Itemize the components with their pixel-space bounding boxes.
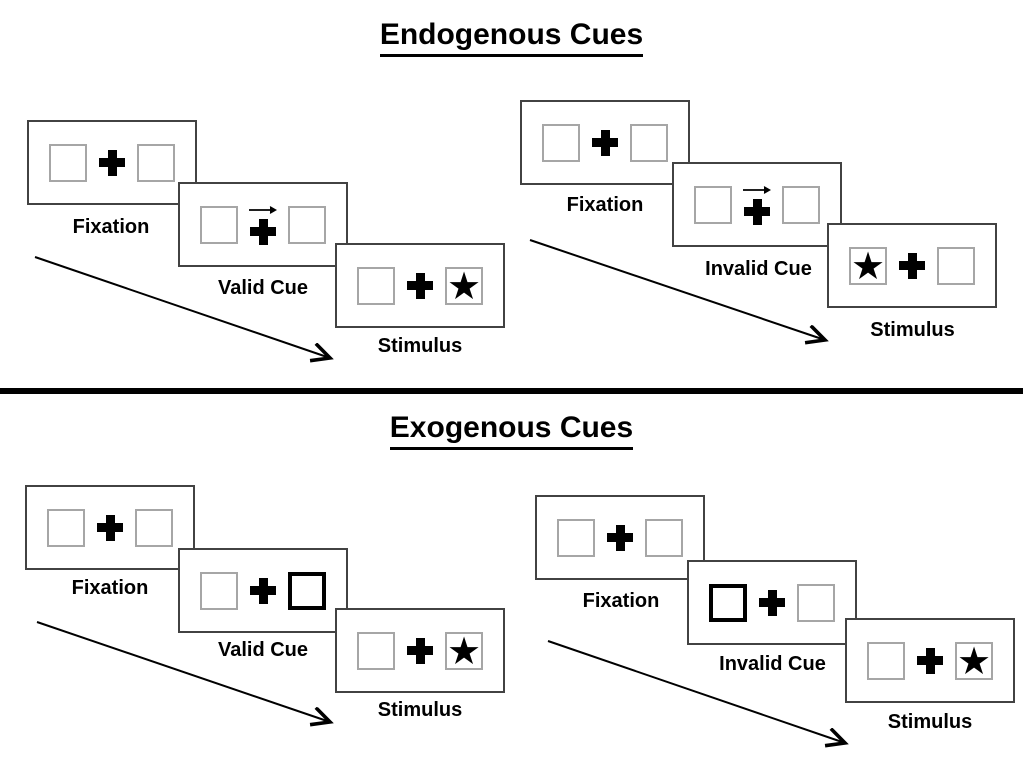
fixation-cross-icon [250,577,276,604]
star-stimulus-icon: ★ [850,243,886,288]
left-placeholder-box [200,205,238,244]
right-arrow-icon [743,185,771,194]
right-placeholder-box [137,143,175,182]
right-target-box: ★ [445,628,483,673]
arrow-endogenous-invalid [529,239,825,340]
left-placeholder-box [357,631,395,670]
star-stimulus-icon: ★ [446,263,482,308]
panel-label: Valid Cue [217,639,309,661]
fixation-cross-icon [250,218,276,245]
fixation-panel [535,495,705,580]
section-divider [0,388,1023,394]
panel-label: Fixation [71,577,149,599]
left-placeholder-box [867,641,905,680]
fixation-panel [520,100,690,185]
star-stimulus-icon: ★ [956,638,992,683]
panel-label: Valid Cue [217,277,309,299]
right-placeholder-box [782,185,820,224]
left-placeholder-box [49,143,87,182]
left-placeholder-box [542,123,580,162]
right-placeholder-box [645,518,683,557]
fixation-cross-icon [744,198,770,225]
right-placeholder-box [288,205,326,244]
right-target-box: ★ [445,263,483,308]
arrow-exogenous-valid [36,621,330,722]
fixation-cross-icon [407,272,433,299]
arrow-endogenous-valid [34,256,330,358]
left-placeholder-box [694,185,732,224]
stimulus-panel: ★ [335,243,505,328]
panel-label: Invalid Cue [719,653,826,675]
fixation-cross-icon [97,514,123,541]
fixation-cross-icon [607,524,633,551]
left-placeholder-box [200,571,238,610]
right-placeholder-box [630,123,668,162]
panel-label: Fixation [582,590,660,612]
fixation-cross-icon [759,589,785,616]
fixation-panel [25,485,195,570]
invalid-cue-panel [672,162,842,247]
section-title-text: Endogenous Cues [379,18,644,57]
section-title-text: Exogenous Cues [389,411,634,450]
fixation-cross-icon [899,252,925,279]
right-target-box: ★ [955,638,993,683]
left-placeholder-box [557,518,595,557]
stimulus-panel: ★ [845,618,1015,703]
left-target-box: ★ [849,243,887,288]
right-cued-box [288,571,326,610]
right-placeholder-box [937,246,975,285]
panel-label: Stimulus [870,319,955,341]
left-cued-box [709,583,747,622]
right-arrow-icon [249,205,277,214]
fixation-cross-icon [592,129,618,156]
valid-cue-panel [178,182,348,267]
panel-label: Invalid Cue [705,258,812,280]
fixation-panel [27,120,197,205]
stimulus-panel: ★ [335,608,505,693]
panel-label: Fixation [566,194,644,216]
star-stimulus-icon: ★ [446,628,482,673]
invalid-cue-panel [687,560,857,645]
right-placeholder-box [797,583,835,622]
fixation-cross-icon [917,647,943,674]
fixation-cross-icon [407,637,433,664]
right-placeholder-box [135,508,173,547]
left-placeholder-box [47,508,85,547]
panel-label: Stimulus [887,711,973,733]
left-placeholder-box [357,266,395,305]
stimulus-panel: ★ [827,223,997,308]
section-title-exogenous: Exogenous Cues [0,411,1023,450]
panel-label: Fixation [72,216,150,238]
panel-label: Stimulus [377,699,463,721]
fixation-cross-icon [99,149,125,176]
section-title-endogenous: Endogenous Cues [0,18,1023,57]
valid-cue-panel [178,548,348,633]
panel-label: Stimulus [377,335,463,357]
